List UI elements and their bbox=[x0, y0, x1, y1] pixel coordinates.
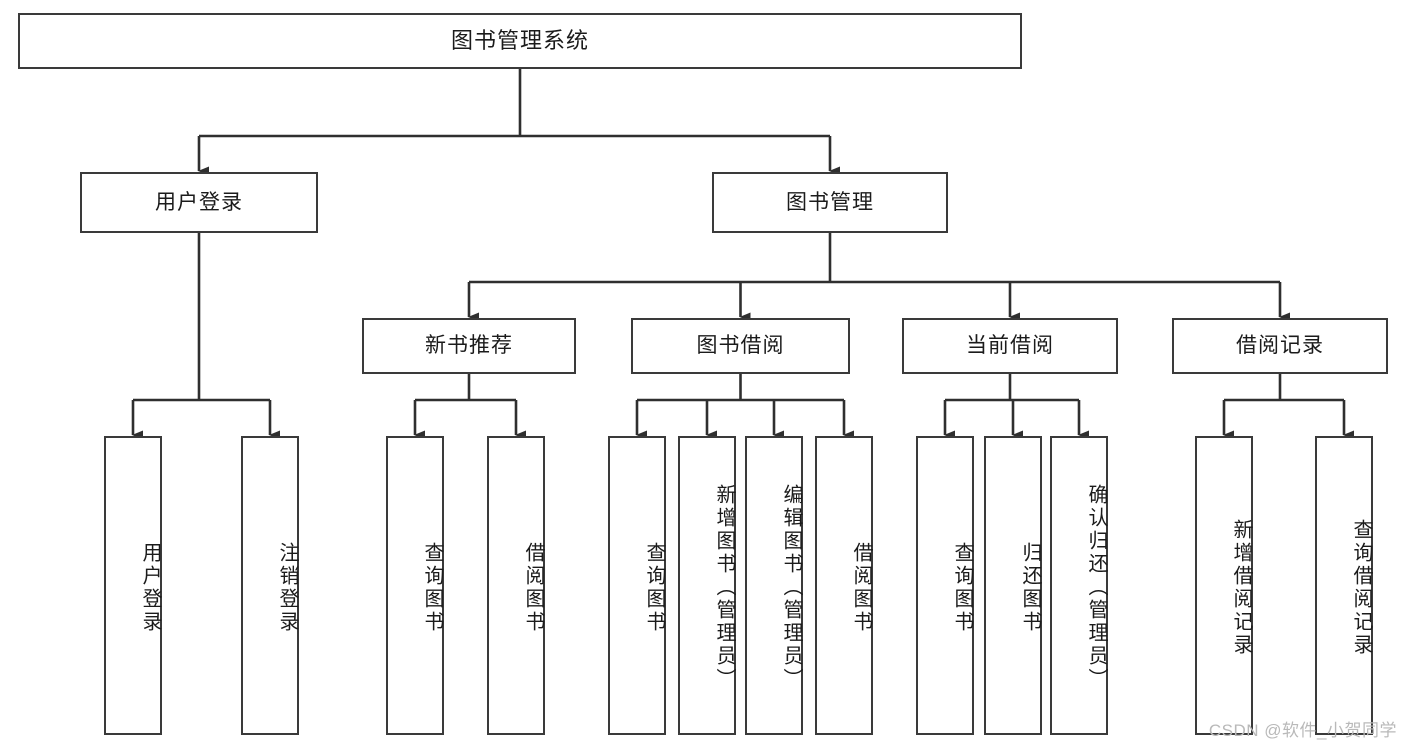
node-book-borrowing[interactable]: 图书借阅 bbox=[631, 318, 850, 374]
leaf-borrow-edit-book-admin[interactable]: 编辑图书（管理员） bbox=[745, 436, 803, 735]
node-user-login-module[interactable]: 用户登录 bbox=[80, 172, 318, 233]
leaf-borrow-borrow-books[interactable]: 借阅图书 bbox=[815, 436, 873, 735]
node-borrow-records[interactable]: 借阅记录 bbox=[1172, 318, 1388, 374]
node-current-borrowing[interactable]: 当前借阅 bbox=[902, 318, 1118, 374]
node-book-management-module[interactable]: 图书管理 bbox=[712, 172, 948, 233]
leaf-current-query-books[interactable]: 查询图书 bbox=[916, 436, 974, 735]
leaf-record-query-borrow-record[interactable]: 查询借阅记录 bbox=[1315, 436, 1373, 735]
leaf-user-logout[interactable]: 注销登录 bbox=[241, 436, 299, 735]
leaf-newbook-query-books[interactable]: 查询图书 bbox=[386, 436, 444, 735]
leaf-newbook-borrow-books[interactable]: 借阅图书 bbox=[487, 436, 545, 735]
leaf-borrow-add-book-admin[interactable]: 新增图书（管理员） bbox=[678, 436, 736, 735]
edge-group bbox=[131, 69, 1354, 440]
leaf-user-login[interactable]: 用户登录 bbox=[104, 436, 162, 735]
node-root-system[interactable]: 图书管理系统 bbox=[18, 13, 1022, 69]
leaf-record-add-borrow-record[interactable]: 新增借阅记录 bbox=[1195, 436, 1253, 735]
leaf-current-return-books[interactable]: 归还图书 bbox=[984, 436, 1042, 735]
node-new-book-recommendation[interactable]: 新书推荐 bbox=[362, 318, 576, 374]
leaf-borrow-query-books[interactable]: 查询图书 bbox=[608, 436, 666, 735]
csdn-watermark: CSDN @软件_小贺同学 bbox=[1208, 721, 1397, 740]
leaf-current-confirm-return-admin[interactable]: 确认归还（管理员） bbox=[1050, 436, 1108, 735]
